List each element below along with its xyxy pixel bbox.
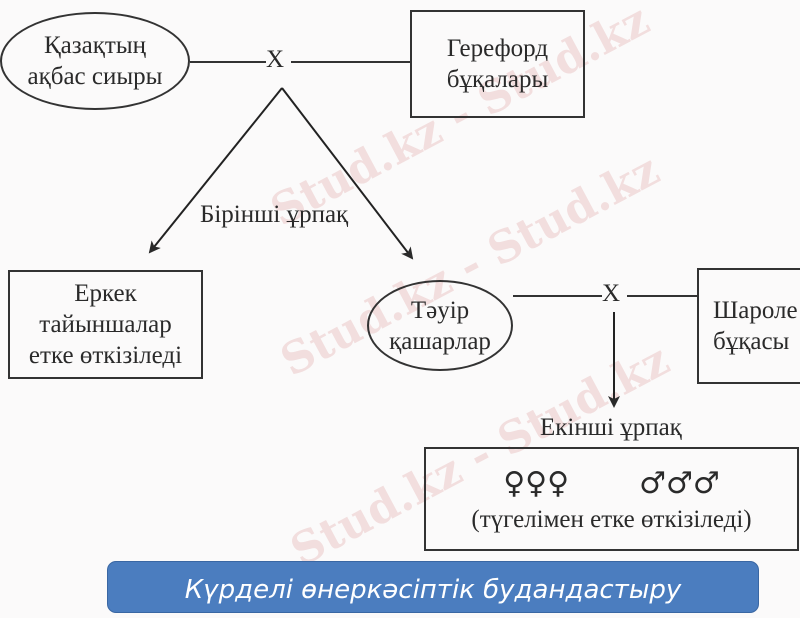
- male-symbols: ♂♂♂: [639, 465, 720, 501]
- cross-symbol-2: X: [602, 280, 621, 307]
- connectors: [148, 61, 698, 408]
- good-heifers-node: Тәуір қашарлар: [367, 280, 513, 371]
- node-label: Еркек тайыншалар етке өткізіледі: [28, 280, 183, 369]
- male-calves-node: Еркек тайыншалар етке өткізіледі: [8, 270, 203, 379]
- second-generation-note: (түгелімен етке өткізіледі): [471, 505, 752, 533]
- hereford-node: Герефорд бұқалары: [410, 10, 585, 118]
- first-generation-label: Бірінші ұрпақ: [200, 201, 349, 228]
- node-label: Қазақтың ақбас сиыры: [27, 32, 163, 90]
- arrow-to-male-calves: [148, 87, 283, 254]
- node-label: Тәуір қашарлар: [389, 296, 491, 355]
- cross-symbol: X: [266, 46, 285, 73]
- node-label: Шароле бұқасы: [713, 297, 798, 355]
- arrow-to-heifers: [281, 87, 414, 260]
- node-label: Герефорд бұқалары: [446, 35, 549, 93]
- female-symbols: ♀♀♀: [503, 465, 570, 501]
- title-banner: Күрделі өнеркәсіптік будандастыру: [107, 561, 759, 613]
- second-generation-label: Екінші ұрпақ: [540, 414, 682, 441]
- charolais-node: Шароле бұқасы: [697, 268, 800, 384]
- second-generation-node: ♀♀♀ ♂♂♂ (түгелімен етке өткізіледі): [424, 447, 799, 551]
- kazakh-cow-node: Қазақтың ақбас сиыры: [0, 12, 190, 110]
